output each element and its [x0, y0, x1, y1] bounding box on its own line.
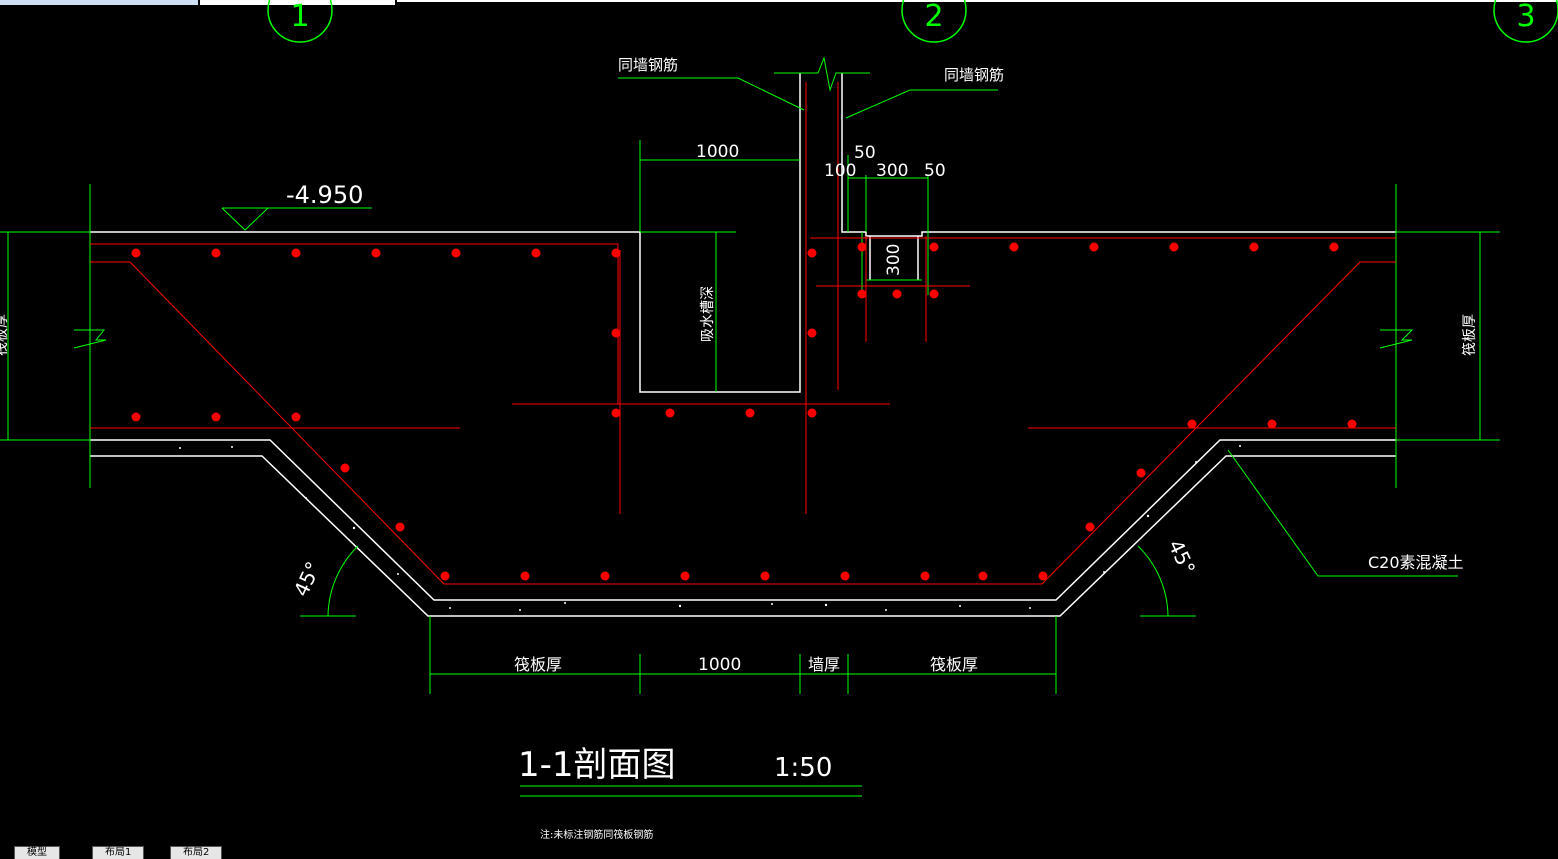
rebar-dot [291, 412, 301, 422]
rebar-dot [211, 412, 221, 422]
rebar-dot [840, 571, 850, 581]
dim-wall-thickness: 墙厚 [808, 655, 840, 674]
rebar-dot [978, 571, 988, 581]
axis-bubble-3: 3 [1493, 0, 1558, 43]
rebar-dot [745, 408, 755, 418]
tab-layout1[interactable]: 布局1 [92, 846, 145, 859]
rebar-dot [291, 248, 301, 258]
dim-1000-bottom: 1000 [698, 655, 741, 675]
dim-50-a: 50 [854, 143, 876, 163]
rebar-dot [1329, 242, 1339, 252]
rebar-dot [451, 248, 461, 258]
dimension-lines [0, 56, 1500, 797]
label-sump-depth: 吸水槽深 [700, 286, 716, 342]
axis-bubble-2: 2 [901, 0, 967, 43]
dim-raft-2: 筏板厚 [930, 655, 978, 674]
rebar-dot [531, 248, 541, 258]
rebar-dot [920, 571, 930, 581]
layout-tabs: 模型 布局1 布局2 [0, 844, 1558, 859]
rebar-dot [131, 248, 141, 258]
rebar-dot [1347, 419, 1357, 429]
rebar-dot [807, 408, 817, 418]
label-wall-rebar-left: 同墙钢筋 [618, 56, 678, 74]
tab-layout2[interactable]: 布局2 [170, 846, 223, 859]
rebar-dot [680, 571, 690, 581]
tab-model[interactable]: 模型 [14, 846, 60, 859]
rebar-dot [1187, 419, 1197, 429]
dim-300-vertical: 300 [884, 244, 904, 276]
rebar-dot [340, 463, 350, 473]
drawing-title: 1-1剖面图 [518, 745, 676, 785]
rebar-dot [131, 412, 141, 422]
toolbar-segment[interactable] [0, 0, 198, 5]
rebar-dot [807, 328, 817, 338]
concrete-outline [90, 73, 1396, 617]
rebar-dot [1267, 419, 1277, 429]
rebar-dot [611, 408, 621, 418]
drawing-note: 注:未标注钢筋同筏板钢筋 [540, 828, 653, 841]
label-wall-rebar-right: 同墙钢筋 [944, 66, 1004, 84]
dim-50-b: 50 [924, 161, 946, 181]
label-raft-thickness-right: 筏板厚 [1461, 314, 1478, 356]
toolbar-segment[interactable] [200, 0, 395, 5]
dim-300: 300 [876, 161, 908, 181]
concrete-hatch [179, 445, 1241, 611]
dim-100: 100 [824, 161, 856, 181]
dim-1000-top: 1000 [696, 142, 739, 162]
rebar-dot [929, 242, 939, 252]
drawing-scale: 1:50 [774, 753, 832, 783]
rebar-dot [760, 571, 770, 581]
rebar-dot [611, 328, 621, 338]
rebar-dot [520, 571, 530, 581]
rebar-dot [371, 248, 381, 258]
rebar-dot [395, 522, 405, 532]
svg-text:2: 2 [924, 0, 943, 34]
svg-text:1: 1 [290, 0, 309, 34]
rebar-dot [892, 289, 902, 299]
rebar-dot [1009, 242, 1019, 252]
rebar-dot [611, 248, 621, 258]
label-angle-right: 45° [1163, 536, 1200, 578]
axis-bubble-1: 1 [267, 0, 333, 43]
label-angle-left: 45° [289, 558, 326, 600]
svg-text:3: 3 [1516, 0, 1535, 34]
rebar-dot [1038, 571, 1048, 581]
rebar-dots [131, 242, 1357, 581]
toolbar-segment [397, 0, 1558, 2]
rebar-dot [1169, 242, 1179, 252]
rebar-dot [1085, 522, 1095, 532]
rebar-dot [1249, 242, 1259, 252]
rebar-dot [1136, 468, 1146, 478]
rebar-dot [929, 289, 939, 299]
top-toolbar-strip [0, 0, 1558, 6]
rebar-dot [1089, 242, 1099, 252]
rebar-dot [665, 408, 675, 418]
label-raft-thickness-left: 筏板厚 [0, 314, 10, 356]
rebar-dot [211, 248, 221, 258]
rebar-lines [90, 82, 1396, 585]
rebar-dot [807, 248, 817, 258]
label-concrete: C20素混凝土 [1368, 553, 1464, 572]
dim-raft-1: 筏板厚 [514, 655, 562, 674]
label-elevation: -4.950 [286, 181, 363, 209]
rebar-dot [857, 242, 867, 252]
rebar-dot [600, 571, 610, 581]
rebar-dot [440, 571, 450, 581]
rebar-dot [857, 289, 867, 299]
